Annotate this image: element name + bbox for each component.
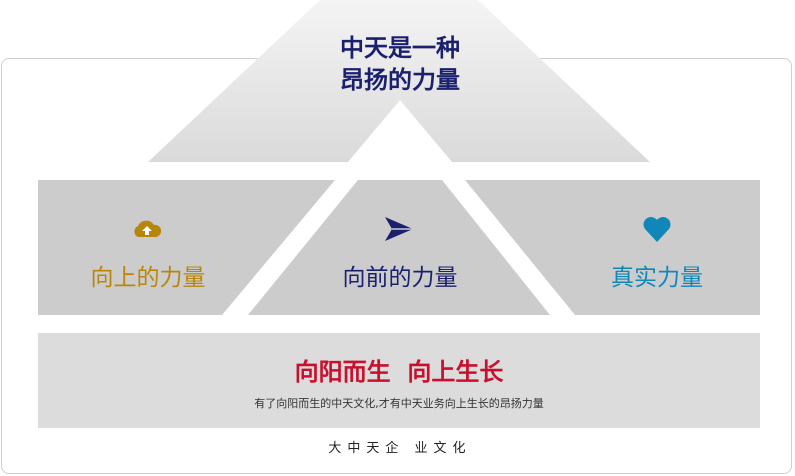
pillar-left-bg xyxy=(38,180,335,315)
footer-caption: 大中天企 业文化 xyxy=(328,441,472,456)
title-line-1: 中天是一种 xyxy=(340,34,460,62)
pillar-label-forward: 向前的力量 xyxy=(342,265,458,291)
pillar-label-truth: 真实力量 xyxy=(611,265,703,291)
pyramid-title: 中天是一种 昂扬的力量 xyxy=(250,32,550,96)
motto: 向阳而生 向上生长 xyxy=(294,358,504,386)
heart-icon xyxy=(643,217,671,242)
motto-subtitle: 有了向阳而生的中天文化,才有中天业务向上生长的昂扬力量 xyxy=(254,397,544,410)
send-arrow-icon xyxy=(385,217,413,241)
pillar-right-bg xyxy=(465,180,760,315)
pillar-middle-bg xyxy=(248,180,550,315)
pyramid-notch xyxy=(348,100,452,162)
base-band xyxy=(38,333,760,428)
cloud-upload-icon xyxy=(134,220,162,237)
pyramid-top xyxy=(148,0,650,162)
title-line-2: 昂扬的力量 xyxy=(340,66,460,94)
pillar-label-upward: 向上的力量 xyxy=(90,265,206,291)
